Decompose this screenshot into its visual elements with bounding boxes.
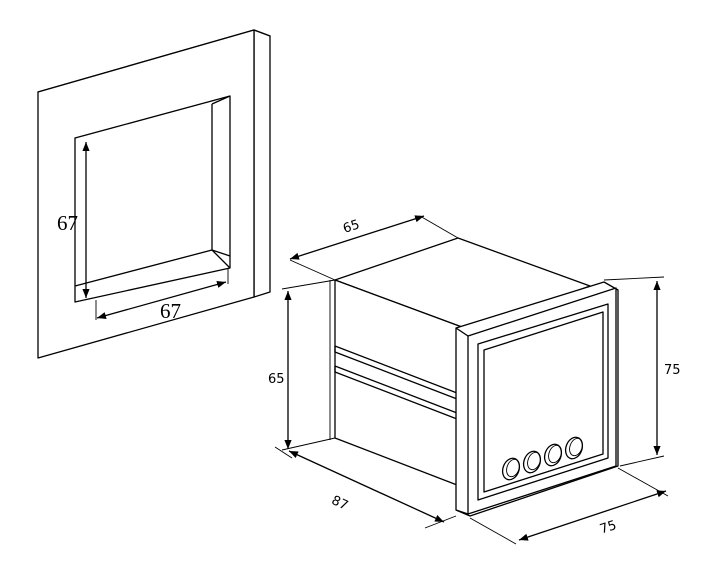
depth-bottom-label: 87 [329,493,350,514]
panel-width-label: 67 [160,299,181,323]
button-3[interactable] [542,442,565,468]
panel-side-face [253,29,271,298]
panel-cutout-frame [37,29,271,359]
button-2[interactable] [521,449,544,475]
height-left-label: 65 [268,372,285,387]
panel-height-label: 67 [57,211,78,235]
depth-top-label: 65 [341,217,361,236]
meter-buttons [500,435,586,482]
meter-rib-lower [334,366,471,425]
meter-rib-upper [334,346,471,405]
panel-height-dimension: 67 [57,142,90,298]
button-1[interactable] [500,456,523,482]
front-height-dimension: 75 [603,276,681,467]
front-width-label: 75 [598,518,618,537]
meter-body [329,237,619,517]
front-width-dimension: 75 [469,467,669,545]
button-4[interactable] [563,435,586,461]
panel-width-dimension: 67 [96,280,227,323]
height-left-dimension: 65 [268,279,336,451]
depth-top-dimension: 65 [289,215,459,281]
depth-bottom-dimension: 87 [274,446,457,529]
front-height-label: 75 [664,363,681,378]
